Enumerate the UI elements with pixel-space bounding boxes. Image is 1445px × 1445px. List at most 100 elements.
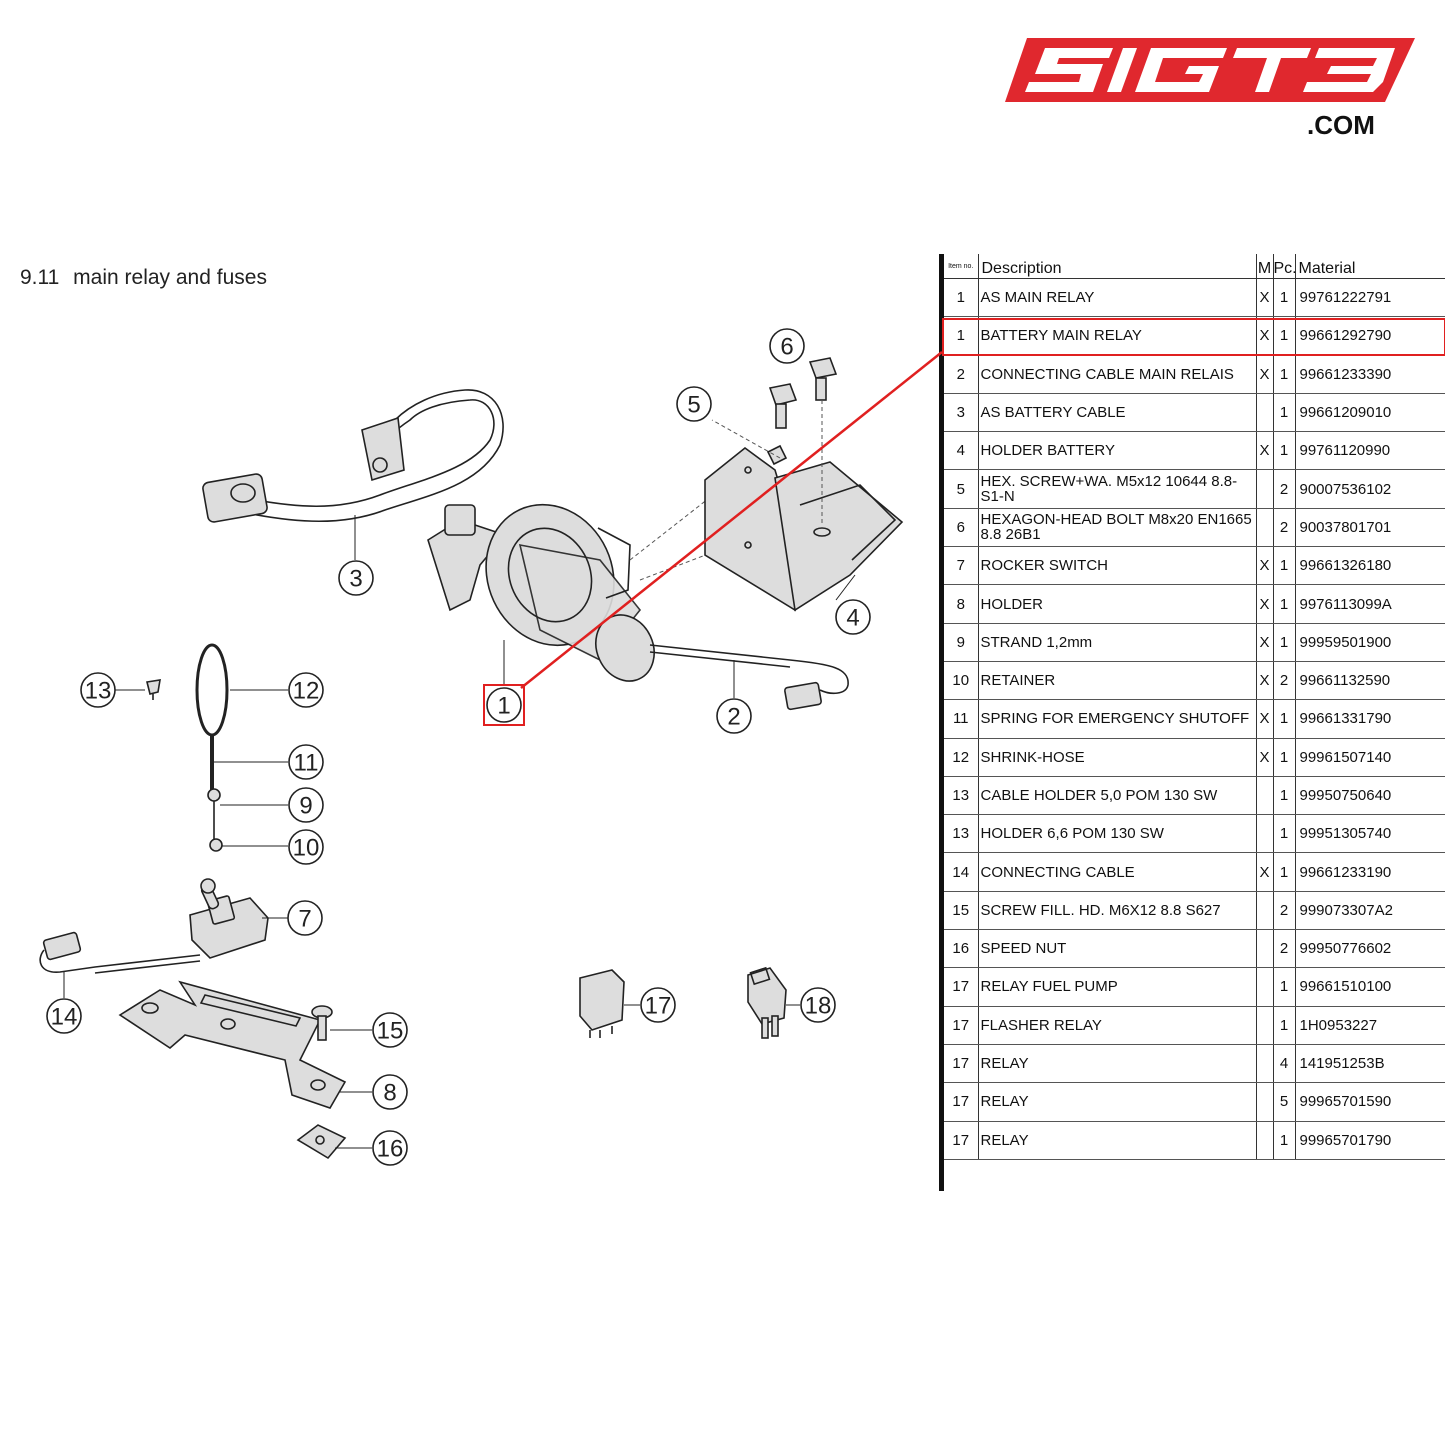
- callout-11[interactable]: 11: [288, 744, 324, 780]
- cell-material: 141951253B: [1295, 1044, 1445, 1084]
- callout-3[interactable]: 3: [338, 560, 374, 596]
- part-speed-nut[interactable]: [296, 1124, 347, 1160]
- svg-text:16: 16: [377, 1136, 404, 1163]
- callout-4[interactable]: 4: [835, 599, 871, 635]
- cell-pc: 1: [1273, 355, 1296, 394]
- cell-m: [1256, 508, 1274, 548]
- cell-m: [1256, 1006, 1274, 1045]
- callout-13[interactable]: 13: [80, 672, 116, 708]
- callout-12[interactable]: 12: [288, 672, 324, 708]
- sigt3-logo[interactable]: .COM: [1005, 30, 1420, 140]
- callout-6[interactable]: 6: [769, 328, 805, 364]
- callout-9[interactable]: 9: [288, 787, 324, 823]
- cell-description: HOLDER: [978, 584, 1257, 624]
- cell-item-no: 6: [944, 508, 979, 548]
- cell-description: AS BATTERY CABLE: [978, 393, 1257, 433]
- cell-item-no: 9: [944, 623, 979, 662]
- cell-m: X: [1256, 661, 1274, 701]
- callout-8[interactable]: 8: [372, 1074, 408, 1110]
- part-rocker-switch[interactable]: [189, 878, 269, 959]
- exploded-parts-diagram: 1 2 3 4 5 6 7 8 9 10 11 12 13 14 15 16 1…: [39, 328, 904, 1166]
- cell-item-no: 17: [944, 967, 979, 1007]
- cell-material: 99951305740: [1295, 814, 1445, 854]
- cell-description: HOLDER 6,6 POM 130 SW: [978, 814, 1257, 854]
- cell-m: X: [1256, 546, 1274, 586]
- cell-description: SPEED NUT: [978, 929, 1257, 969]
- callout-7[interactable]: 7: [287, 900, 323, 936]
- svg-text:7: 7: [298, 906, 311, 933]
- svg-text:9: 9: [299, 793, 312, 820]
- callout-2[interactable]: 2: [716, 698, 752, 734]
- cell-description: ROCKER SWITCH: [978, 546, 1257, 586]
- cell-material: 99950776602: [1295, 929, 1445, 969]
- cell-m: X: [1256, 623, 1274, 662]
- part-screw-15[interactable]: [311, 1005, 333, 1041]
- callout-14[interactable]: 14: [46, 998, 82, 1034]
- cell-description: BATTERY MAIN RELAY: [978, 316, 1257, 356]
- svg-text:18: 18: [805, 993, 832, 1020]
- cell-material: 99661233390: [1295, 355, 1445, 394]
- part-spring-assembly[interactable]: [195, 643, 229, 852]
- part-connecting-cable[interactable]: [649, 644, 849, 711]
- cell-item-no: 10: [944, 661, 979, 701]
- part-holder-bracket[interactable]: [118, 980, 347, 1109]
- callout-5[interactable]: 5: [676, 386, 712, 422]
- cell-m: [1256, 967, 1274, 1007]
- cell-item-no: 5: [944, 469, 979, 509]
- callout-18[interactable]: 18: [800, 987, 836, 1023]
- svg-text:13: 13: [85, 678, 112, 705]
- cell-material: 999073307A2: [1295, 891, 1445, 931]
- callout-16[interactable]: 16: [372, 1130, 408, 1166]
- cell-item-no: 3: [944, 393, 979, 433]
- cell-item-no: 16: [944, 929, 979, 969]
- callout-1[interactable]: 1: [486, 687, 522, 723]
- part-battery-cable[interactable]: [202, 389, 504, 523]
- cell-material: 90037801701: [1295, 508, 1445, 548]
- cell-pc: 2: [1273, 508, 1296, 548]
- cell-m: X: [1256, 852, 1274, 892]
- svg-text:1: 1: [497, 693, 510, 720]
- cell-m: [1256, 929, 1274, 969]
- cell-description: RELAY: [978, 1082, 1257, 1122]
- svg-text:12: 12: [293, 678, 320, 705]
- part-cable-holder[interactable]: [146, 679, 161, 700]
- part-switch-cable[interactable]: [39, 931, 201, 974]
- cell-description: HEXAGON-HEAD BOLT M8x20 EN1665 8.8 26B1: [978, 508, 1257, 548]
- header-material: Material: [1295, 254, 1445, 279]
- cell-item-no: 17: [944, 1044, 979, 1084]
- cell-pc: 1: [1273, 814, 1296, 854]
- part-relay-17[interactable]: [579, 969, 625, 1038]
- callout-15[interactable]: 15: [372, 1012, 408, 1048]
- callout-10[interactable]: 10: [288, 829, 324, 865]
- part-fuse-18[interactable]: [747, 966, 787, 1039]
- cell-m: [1256, 1121, 1274, 1160]
- cell-item-no: 8: [944, 584, 979, 624]
- callout-17[interactable]: 17: [640, 987, 676, 1023]
- part-battery-holder[interactable]: [704, 446, 904, 612]
- cell-item-no: 1: [944, 316, 979, 356]
